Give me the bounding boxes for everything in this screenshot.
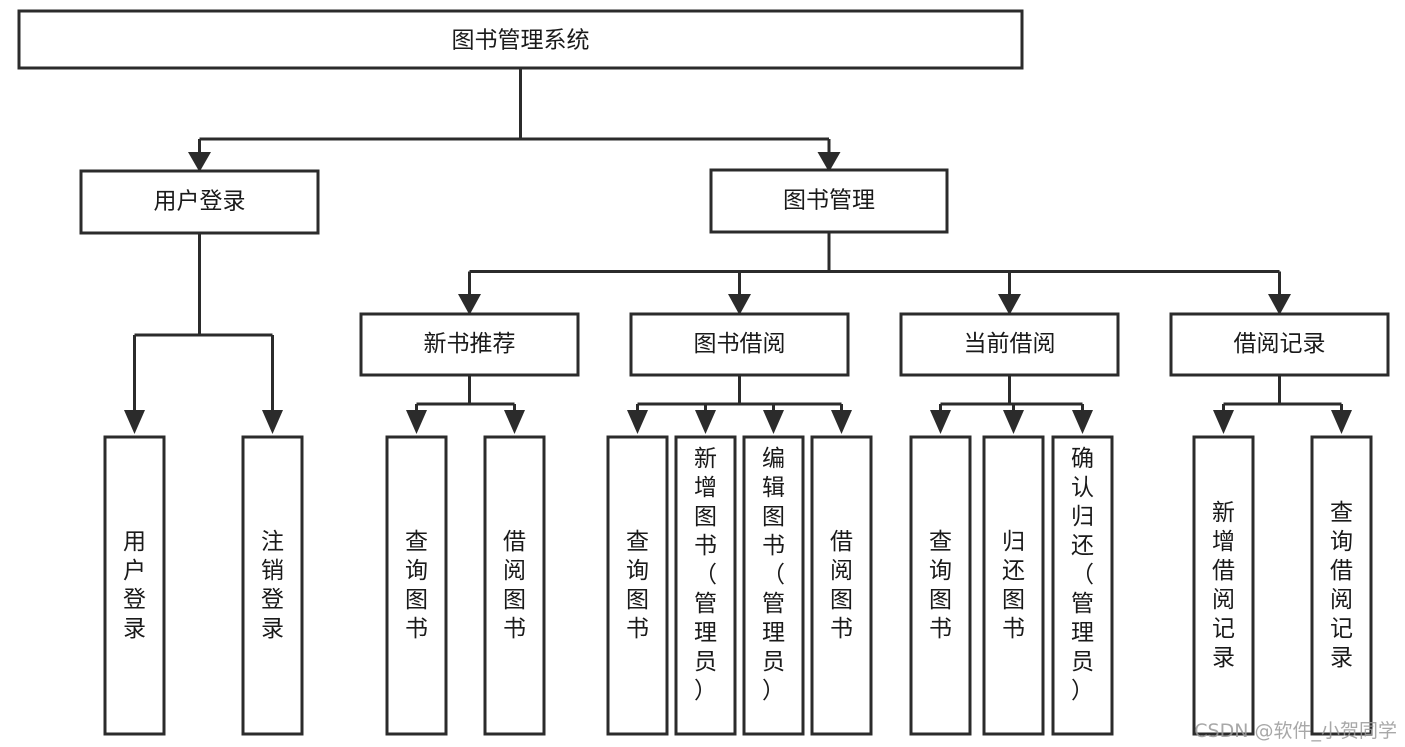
node-new-book-rec-label: 新书推荐 [424,331,516,357]
arrowhead-leaf-edit-book-admin [763,410,784,434]
leaf-box-borrow-book-rec[interactable] [483,435,546,736]
arrowhead-newbook [458,294,481,315]
arrowhead-leaf-user-login [124,410,145,434]
leaf-box-layer [103,435,1373,736]
arrowhead-leaf-add-book-admin [695,410,716,434]
node-current-borrow-box[interactable] [899,312,1120,377]
leaf-box-return-book[interactable] [982,435,1045,736]
leaf-box-query-book-rec[interactable] [385,435,448,736]
leaf-box-confirm-return-admin[interactable] [1051,435,1114,736]
connector-layer [124,68,1352,434]
node-book-borrow-label: 图书借阅 [694,331,786,357]
leaf-box-query-book-3[interactable] [909,435,972,736]
leaf-box-logout-login[interactable] [241,435,304,736]
node-borrow-record-label: 借阅记录 [1234,331,1326,357]
arrowhead-leaf-confirm-return-admin [1072,410,1093,434]
node-borrow-record[interactable]: 借阅记录 [1169,312,1390,377]
leaf-box-query-borrow-record[interactable] [1310,435,1373,736]
node-book-manage-box[interactable] [709,168,949,234]
arrowhead-book-manage [817,152,841,172]
node-book-manage-label: 图书管理 [783,188,875,214]
arrowhead-leaf-add-borrow-record [1213,410,1234,434]
arrowhead-leaf-logout-login [262,410,283,434]
arrowhead-leaf-return-book [1003,410,1024,434]
arrowhead-leaf-query-book-2 [627,410,648,434]
node-current-borrow[interactable]: 当前借阅 [899,312,1120,377]
node-user-login[interactable]: 用户登录 [79,169,320,235]
node-new-book-rec-box[interactable] [359,312,580,377]
node-root-box[interactable] [17,9,1024,70]
node-new-book-rec[interactable]: 新书推荐 [359,312,580,377]
node-book-borrow-box[interactable] [629,312,850,377]
arrowhead-borrowrecord [1268,294,1291,315]
arrowhead-leaf-query-borrow-record [1331,410,1352,434]
node-book-borrow[interactable]: 图书借阅 [629,312,850,377]
leaf-box-edit-book-admin[interactable] [742,435,805,736]
node-root[interactable]: 图书管理系统 [17,9,1024,70]
arrowhead-leaf-query-book-rec [406,410,427,434]
node-current-borrow-label: 当前借阅 [964,331,1056,357]
node-user-login-box[interactable] [79,169,320,235]
node-root-label: 图书管理系统 [452,28,590,54]
leaf-box-borrow-book-2[interactable] [810,435,873,736]
leaf-box-add-borrow-record[interactable] [1192,435,1255,736]
arrowhead-leaf-borrow-book-2 [831,410,852,434]
leaf-box-add-book-admin[interactable] [674,435,737,736]
arrowhead-user-login [188,152,211,172]
leaf-box-user-login[interactable] [103,435,166,736]
node-borrow-record-box[interactable] [1169,312,1390,377]
node-user-login-label: 用户登录 [154,189,246,215]
arrowhead-currentborrow [998,294,1021,315]
arrowhead-leaf-query-book-3 [930,410,951,434]
node-book-manage[interactable]: 图书管理 [709,168,949,234]
leaf-box-query-book-2[interactable] [606,435,669,736]
arrowhead-leaf-borrow-book-rec [504,410,525,434]
arrowhead-bookborrow [728,294,751,315]
